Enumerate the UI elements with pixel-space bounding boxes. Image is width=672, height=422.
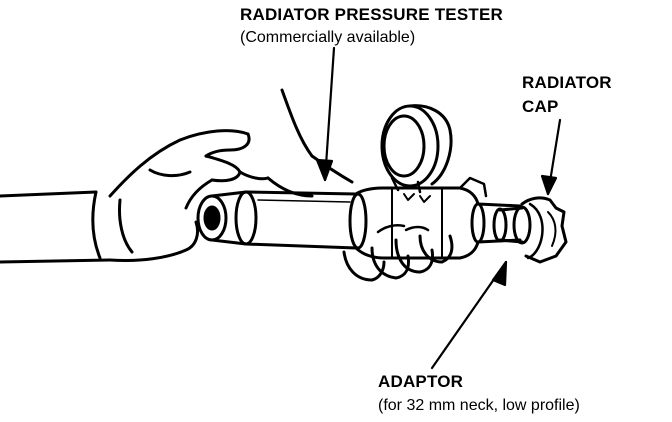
tester-title-label: RADIATOR PRESSURE TESTER: [240, 5, 503, 24]
radiator-cap: [520, 196, 568, 264]
leader-arrows: [315, 46, 562, 370]
left-arm: [0, 190, 112, 264]
adaptor-subtitle-label: (for 32 mm neck, low profile): [378, 397, 580, 414]
adaptor-arrowhead: [491, 260, 508, 287]
cap-label-line1: RADIATOR: [522, 73, 612, 92]
gripping-fingers: [342, 224, 454, 282]
tester-leader-line: [323, 46, 336, 182]
left-hand: [108, 129, 251, 262]
adaptor: [492, 205, 532, 245]
right-hand: [238, 88, 354, 198]
pressure-gauge: [380, 104, 453, 194]
pump-handle: [196, 190, 358, 250]
cap-arrowhead: [540, 174, 558, 196]
pump-body: [348, 176, 522, 260]
tester-subtitle-label: (Commercially available): [240, 29, 416, 46]
tester-arrowhead: [315, 158, 334, 182]
cap-label-line2: CAP: [522, 97, 559, 116]
adaptor-title-label: ADAPTOR: [378, 372, 464, 391]
